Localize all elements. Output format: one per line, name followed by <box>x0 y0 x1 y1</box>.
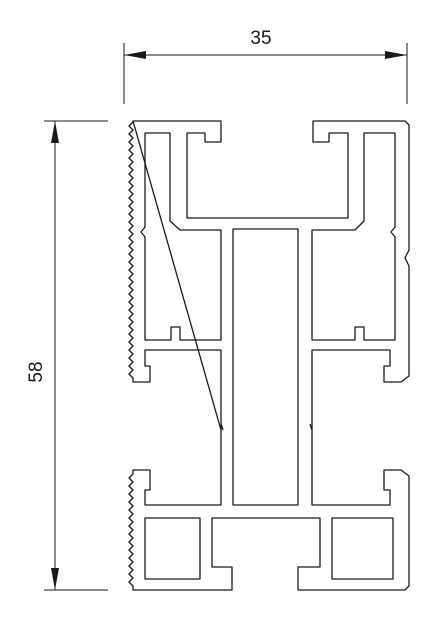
width-dimension: 35 <box>123 28 408 104</box>
bottom-right-chamber <box>331 517 394 580</box>
central-web <box>232 228 299 506</box>
bottom-left-chamber <box>144 517 201 580</box>
right-web-notch <box>309 423 313 431</box>
width-arrow-left <box>124 51 146 59</box>
upper-left-chamber <box>140 132 222 341</box>
serrated-edge-top <box>128 121 222 430</box>
width-label: 35 <box>250 28 271 49</box>
left-web-notch <box>220 423 224 431</box>
height-dimension: 58 <box>26 120 108 591</box>
height-label: 58 <box>26 361 47 382</box>
extrusion-profile <box>128 120 410 591</box>
height-arrow-bottom <box>51 568 59 590</box>
width-arrow-right <box>385 51 407 59</box>
serrated-edge-bottom <box>128 120 410 591</box>
height-arrow-top <box>51 121 59 143</box>
upper-right-chamber <box>311 132 396 341</box>
